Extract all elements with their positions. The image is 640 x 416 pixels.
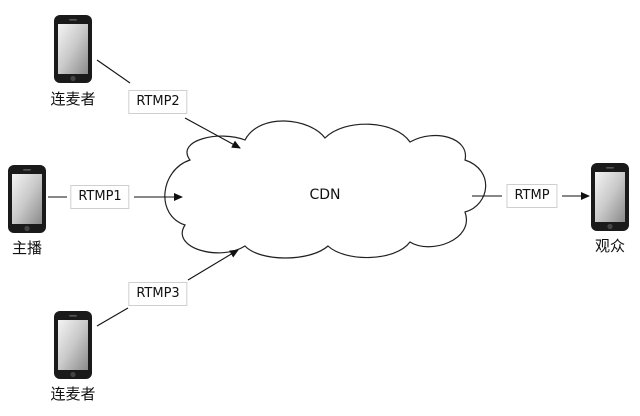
edge-guest-top-line-a — [96, 59, 131, 84]
phone-guest-top-icon — [54, 15, 92, 83]
phone-viewer-icon — [591, 163, 629, 231]
phone-host-icon — [8, 165, 46, 233]
edge-label-rtmp1: RTMP1 — [70, 185, 130, 209]
edge-guest-top-line-b — [184, 117, 241, 149]
edge-guest-bottom-line-a — [96, 307, 129, 327]
guest-top-label: 连麦者 — [50, 90, 96, 108]
cdn-label: CDN — [309, 187, 341, 203]
phone-guest-bottom-icon — [54, 311, 92, 379]
edge-guest-bottom-line-b — [187, 249, 239, 281]
edge-label-rtmp3: RTMP3 — [128, 282, 188, 306]
viewer-label: 观众 — [594, 237, 626, 255]
edge-label-rtmp2: RTMP2 — [128, 90, 188, 114]
host-label: 主播 — [11, 239, 43, 257]
guest-bottom-label: 连麦者 — [50, 385, 96, 403]
cdn-cloud-shape — [164, 120, 487, 259]
edge-label-rtmp: RTMP — [506, 184, 558, 208]
